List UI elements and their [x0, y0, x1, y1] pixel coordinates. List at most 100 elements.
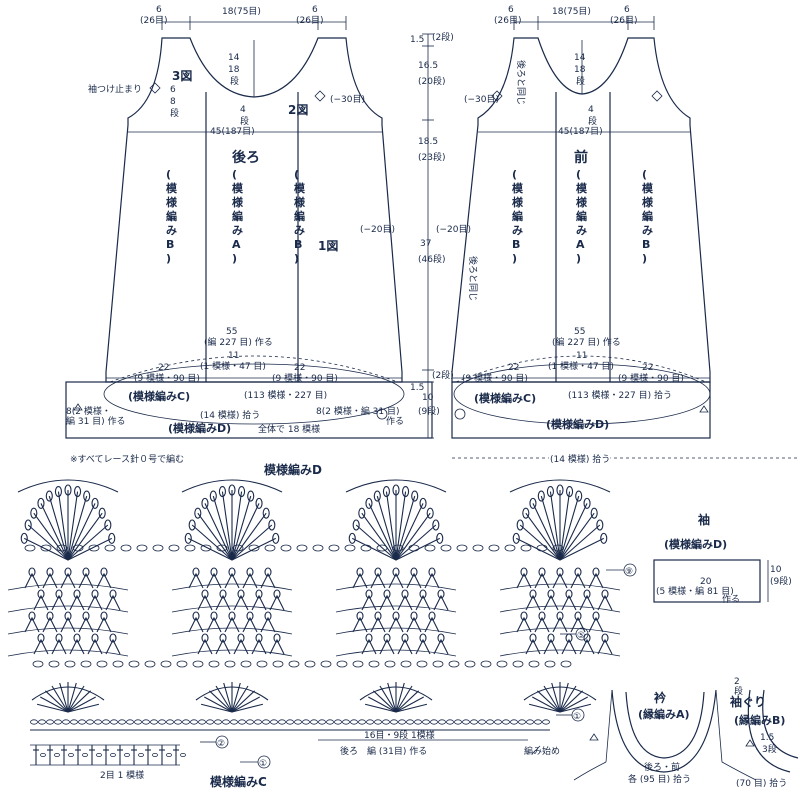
front-neck-depth-b: 18	[574, 65, 586, 75]
svg-text:み: み	[294, 224, 305, 237]
back-armhole-depth-a: 6	[170, 85, 176, 95]
svg-text:み: み	[166, 224, 177, 237]
front-hem-ellipse	[453, 363, 711, 425]
fan-motif	[7, 479, 129, 713]
back-hem-arc	[109, 355, 399, 383]
svg-text:編: 編	[642, 209, 653, 223]
svg-text:A: A	[232, 238, 241, 251]
front-pattern-c: (模様編みC)	[474, 391, 536, 405]
svg-text:み: み	[576, 224, 587, 237]
svg-text:): )	[576, 252, 581, 265]
chart-start: 編み始め	[524, 745, 560, 757]
back-inner-depth-a: 4	[240, 105, 246, 115]
back-hem-mid: 11	[228, 351, 239, 361]
svg-text:様: 様	[642, 195, 654, 209]
chart-motifs	[7, 479, 621, 713]
back-top-left: 6	[156, 5, 162, 15]
front-hem-band	[451, 381, 711, 439]
svg-text:): )	[642, 252, 647, 265]
collar-pick-2: 各 (95 目) 拾う	[628, 773, 691, 785]
front-title: 前	[574, 149, 588, 166]
front-circle-marker	[454, 408, 466, 420]
vdim-6: 10	[422, 393, 434, 403]
front-pattern-b-right: ( 模 様 編 み B )	[642, 168, 654, 265]
vdim-5-sub: (2段)	[432, 369, 454, 381]
front-hem-total: 55	[574, 327, 585, 337]
row-label-5: ⑤	[577, 631, 585, 641]
front-top-left-sub: (26目)	[494, 15, 521, 26]
back-top-mid: 18(75目)	[222, 6, 261, 17]
svg-text:編: 編	[512, 209, 523, 223]
chart-repeat-c: 2目 1 模様	[100, 769, 144, 781]
sleeve-height-sub: (9段)	[770, 575, 792, 587]
front-minus30: (−30目)	[464, 94, 499, 105]
back-pattern-c-count: (113 模様・227 目)	[244, 389, 327, 401]
svg-text:模: 模	[232, 181, 244, 195]
front-hem-side-right: 22	[642, 363, 653, 373]
back-hem-side-right: 22	[294, 363, 305, 373]
back-pattern-d: (模様編みD)	[168, 421, 231, 435]
chart-repeat: 16目・9段 1模様	[364, 729, 435, 741]
front-marker-right	[651, 90, 663, 102]
back-neck-depth-b: 18	[228, 65, 240, 75]
back-armhole-depth-b: 8	[170, 97, 176, 107]
back-minus30: (−30目)	[330, 94, 365, 105]
front-pick14: (14 模様) 拾う	[550, 453, 610, 465]
collar-title: 衿	[654, 690, 666, 705]
back-outline	[105, 37, 403, 383]
vdim-4-sub: (46段)	[418, 253, 445, 265]
sleeve-pattern: (模様編みD)	[664, 537, 727, 551]
fan-motif	[171, 479, 293, 713]
sleeve-height: 10	[770, 565, 782, 575]
front-neck-depth-c: 段	[576, 75, 585, 87]
front-pattern-a: ( 模 様 編 み A )	[576, 168, 588, 265]
row-label-1c: ①	[259, 759, 267, 769]
front-neck-depth-a: 14	[574, 53, 586, 63]
front-width45: 45(187目)	[558, 126, 603, 137]
armhole-title: 袖ぐり	[730, 694, 766, 709]
back-fig3-label: 3図	[172, 69, 192, 83]
vdim-4: 37	[420, 239, 431, 249]
vdim-2-sub: (20段)	[418, 75, 445, 87]
svg-text:): )	[166, 252, 171, 265]
svg-text:): )	[232, 252, 237, 265]
front-inner-depth-a: 4	[588, 105, 594, 115]
front-triangle-marker	[699, 405, 709, 413]
chart-row-labels: ⑨ ⑤ ① ② ①	[200, 563, 637, 769]
vdim-3: 18.5	[418, 137, 438, 147]
back-minus20: (−20目)	[360, 224, 395, 235]
back-hem-ellipse	[103, 363, 405, 425]
back-pattern-a: ( 模 様 編 み A )	[232, 168, 244, 265]
back-top-left-sub: (26目)	[140, 15, 167, 26]
back-hem-side-left-sub: (9 模様・90 目)	[134, 372, 200, 384]
back-pattern-b-right: ( 模 様 編 み B )	[294, 168, 306, 265]
front-hem-mid: 11	[576, 351, 587, 361]
back-panel: 6 (26目) 18(75目) 6 (26目) 14 18 段 袖つけ止まり 6…	[65, 5, 433, 439]
sleeve-title: 袖	[698, 512, 710, 527]
armhole-inner	[762, 689, 799, 759]
svg-text:(: (	[576, 168, 581, 181]
armhole-section: 袖ぐり (縁編みB) 1.5 3段 (70 目) 拾う	[730, 689, 799, 789]
chart-back-chain: 後ろ 編 (31目) 作る	[340, 745, 427, 757]
back-title: 後ろ	[232, 149, 260, 166]
sleeve-make: 作る	[722, 593, 740, 605]
front-join-side: 後ろと同じ	[467, 256, 479, 301]
svg-text:B: B	[166, 238, 174, 251]
svg-text:B: B	[642, 238, 650, 251]
collar-section: 衿 (縁編みA) 2 段 後ろ・前 各 (95 目) 拾う	[573, 677, 757, 785]
sleeve-section: 袖 (模様編みD) 20 (5 模様・編 81 目) 作る 10 (9段)	[653, 512, 792, 605]
collar-depth: 2	[734, 677, 740, 687]
vdim-5: 1.5	[410, 383, 424, 393]
front-top-right: 6	[624, 5, 630, 15]
collar-pattern: (縁編みA)	[638, 707, 690, 721]
front-minus20: (−20目)	[436, 224, 471, 235]
svg-text:B: B	[294, 238, 302, 251]
svg-text:編: 編	[294, 209, 305, 223]
back-pattern-c: (模様編みC)	[128, 389, 190, 403]
front-top-mid: 18(75目)	[552, 6, 591, 17]
stitch-chart: 模様編みD ⑨ ⑤ ① ② ① 16目・9段 1模様 後ろ 編 (31目) 作る…	[7, 462, 637, 789]
armhole-depth: 1.5	[760, 733, 774, 743]
fan-motif	[335, 479, 457, 713]
back-pick14: (14 模様) 拾う	[200, 409, 260, 421]
